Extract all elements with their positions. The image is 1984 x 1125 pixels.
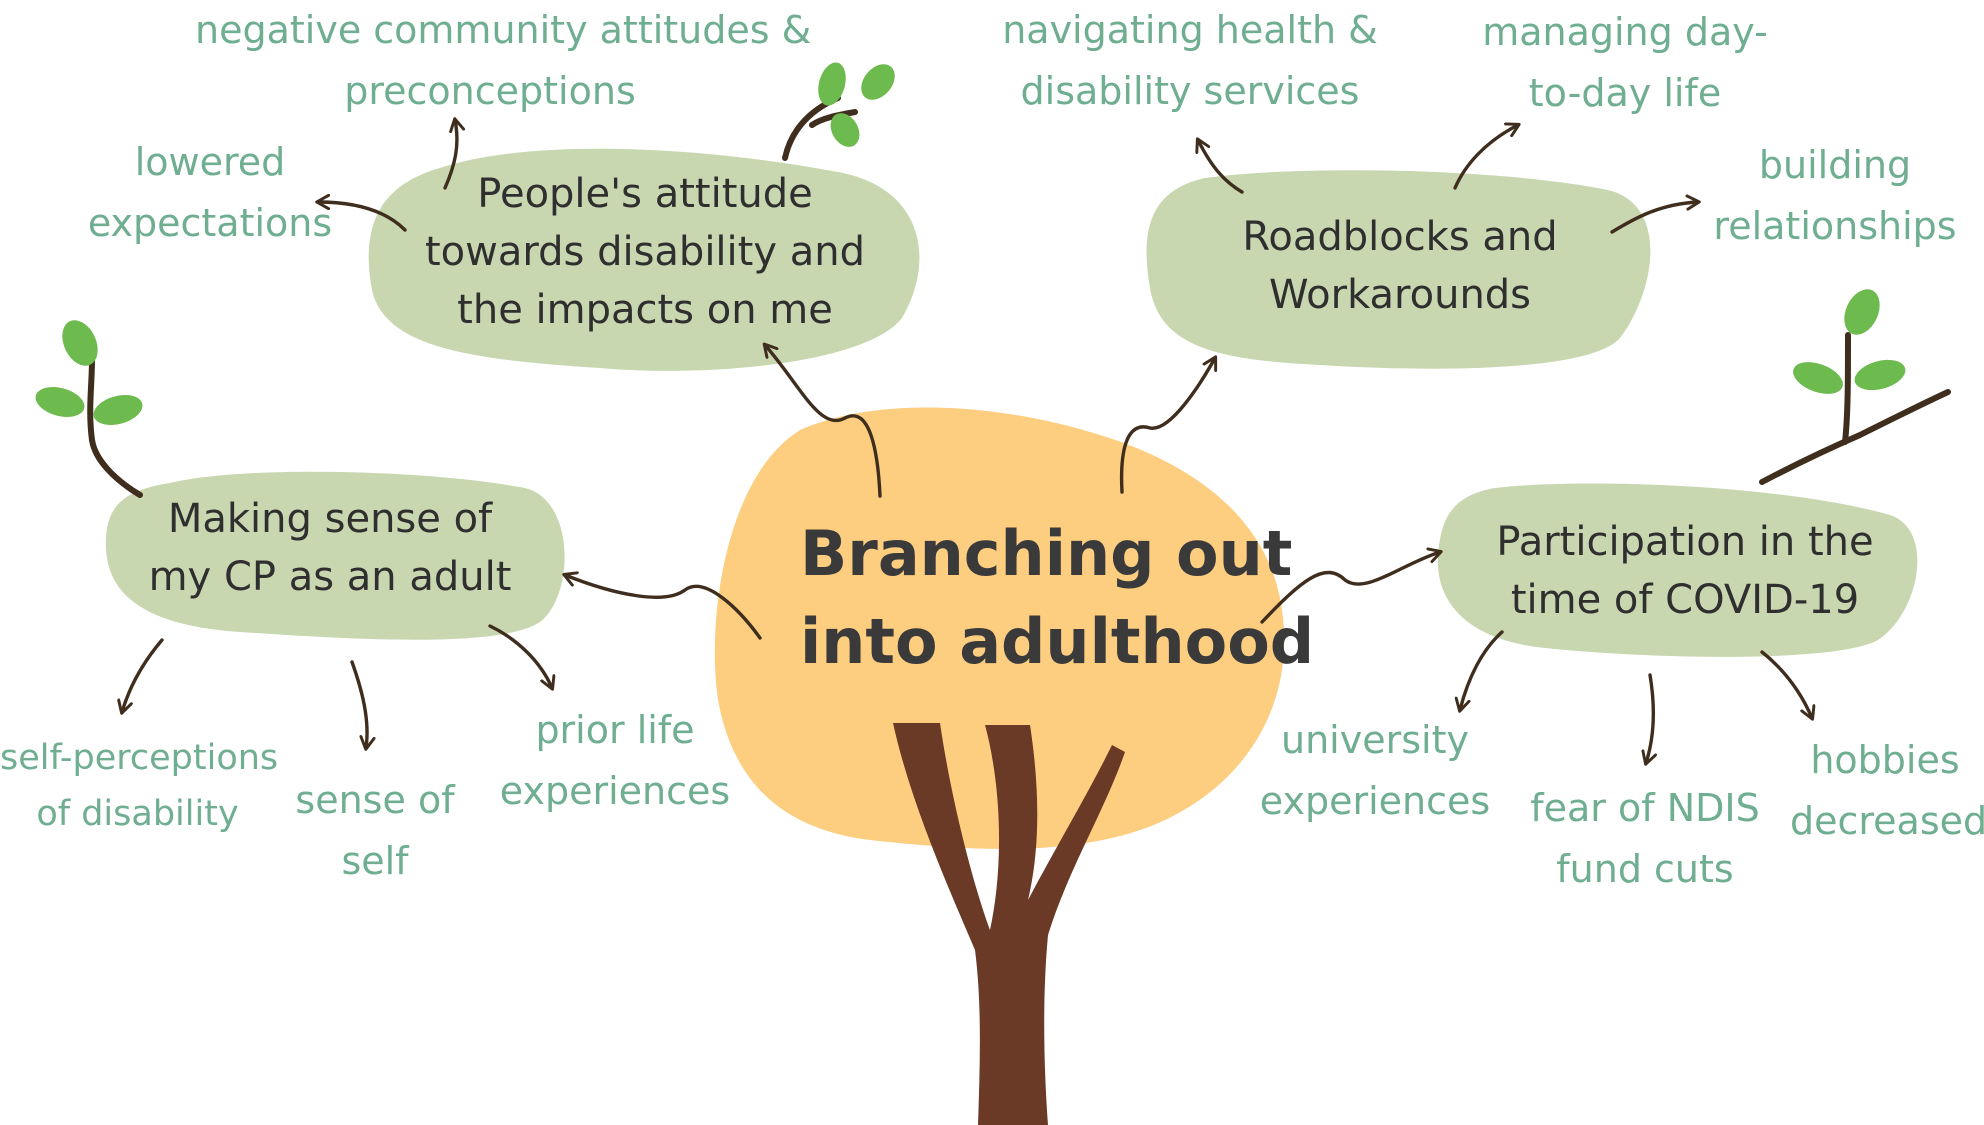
subtheme-self-perceptions: self-perceptions of disability xyxy=(0,730,279,842)
theme-label-line: time of COVID-19 xyxy=(1510,577,1860,623)
subtheme-building-relationships: building relationships xyxy=(1705,135,1965,257)
subtheme-line: experiences xyxy=(499,768,731,813)
subtheme-line: self xyxy=(341,838,409,883)
subtheme-prior-life: prior life experiences xyxy=(495,700,735,822)
bubble-roadblocks xyxy=(1146,170,1651,369)
center-title: Branching out into adulthood xyxy=(800,510,1315,686)
tree-trunk-icon xyxy=(893,723,1125,1125)
arrow-to-managing xyxy=(1453,125,1518,190)
arrow-center-to-covid xyxy=(1260,552,1440,624)
theme-attitude-label: People's attitude towards disability and… xyxy=(400,165,890,339)
theme-label-line: People's attitude xyxy=(477,171,813,217)
subtheme-line: negative community attitudes & xyxy=(195,8,812,52)
subtheme-line: sense of xyxy=(295,778,455,822)
center-title-line: into adulthood xyxy=(800,605,1315,679)
subtheme-line: managing day- xyxy=(1482,10,1768,54)
arrow-to-self-perceptions xyxy=(122,638,164,712)
theme-label-line: Participation in the xyxy=(1496,519,1874,565)
subtheme-line: of disability xyxy=(36,794,239,834)
leaf-sprig-icon xyxy=(782,62,895,161)
arrow-to-building xyxy=(1610,202,1698,234)
leaf-sprig-icon xyxy=(1759,289,1951,485)
subtheme-line: to-day life xyxy=(1528,70,1722,115)
arrow-to-university xyxy=(1460,630,1504,710)
subtheme-line: hobbies xyxy=(1810,738,1960,782)
theme-covid-label: Participation in the time of COVID-19 xyxy=(1450,513,1920,629)
theme-label-line: Workarounds xyxy=(1268,272,1532,318)
bubble-covid xyxy=(1437,483,1918,657)
subtheme-ndis-cuts: fear of NDIS fund cuts xyxy=(1520,778,1770,900)
subtheme-line: decreased xyxy=(1790,798,1984,843)
subtheme-managing-life: managing day- to-day life xyxy=(1465,2,1785,124)
theme-label-line: the impacts on me xyxy=(457,287,833,333)
arrow-to-navigating xyxy=(1198,140,1244,194)
subtheme-line: self-perceptions xyxy=(0,738,279,778)
subtheme-hobbies: hobbies decreased xyxy=(1790,730,1984,852)
subtheme-line: prior life xyxy=(535,708,695,752)
subtheme-sense-of-self: sense of self xyxy=(285,770,465,892)
subtheme-university: university experiences xyxy=(1255,710,1495,832)
theme-label-line: towards disability and xyxy=(425,229,865,275)
tree-crown xyxy=(714,407,1285,849)
theme-sense-label: Making sense of my CP as an adult xyxy=(120,490,540,606)
subtheme-line: fear of NDIS xyxy=(1530,786,1760,830)
theme-label-line: my CP as an adult xyxy=(148,554,512,600)
theme-label-line: Roadblocks and xyxy=(1242,214,1558,260)
leaf-sprig-icon xyxy=(35,320,143,498)
arrow-to-hobbies xyxy=(1760,650,1812,718)
subtheme-line: building xyxy=(1758,143,1912,187)
subtheme-line: fund cuts xyxy=(1556,846,1734,891)
bubble-attitude xyxy=(368,148,920,371)
subtheme-line: relationships xyxy=(1713,203,1957,248)
arrow-center-to-roadblocks xyxy=(1119,358,1215,494)
arrow-center-to-sense xyxy=(565,575,762,640)
theme-roadblocks-label: Roadblocks and Workarounds xyxy=(1190,208,1610,324)
theme-label-line: Making sense of xyxy=(167,496,493,542)
subtheme-line: preconceptions xyxy=(344,68,636,113)
arrow-to-sense-of-self xyxy=(350,660,367,748)
subtheme-line: experiences xyxy=(1259,778,1491,823)
subtheme-line: navigating health & xyxy=(1002,8,1378,52)
subtheme-navigating-services: navigating health & disability services xyxy=(1000,0,1380,122)
subtheme-line: disability services xyxy=(1020,68,1360,113)
arrow-to-prior-life xyxy=(488,624,552,688)
arrow-center-to-attitude xyxy=(765,345,882,498)
arrow-to-ndis xyxy=(1646,673,1653,763)
arrow-to-lowered-expectations xyxy=(318,202,407,232)
bubble-sense xyxy=(105,471,565,640)
center-title-line: Branching out xyxy=(800,517,1293,590)
subtheme-line: lowered xyxy=(134,140,286,184)
subtheme-negative-attitudes: negative community attitudes & preconcep… xyxy=(195,0,812,122)
subtheme-lowered-expectations: lowered expectations xyxy=(70,132,350,254)
arrow-to-negative-attitudes xyxy=(443,120,457,190)
subtheme-line: university xyxy=(1281,718,1469,762)
subtheme-line: expectations xyxy=(87,200,333,245)
